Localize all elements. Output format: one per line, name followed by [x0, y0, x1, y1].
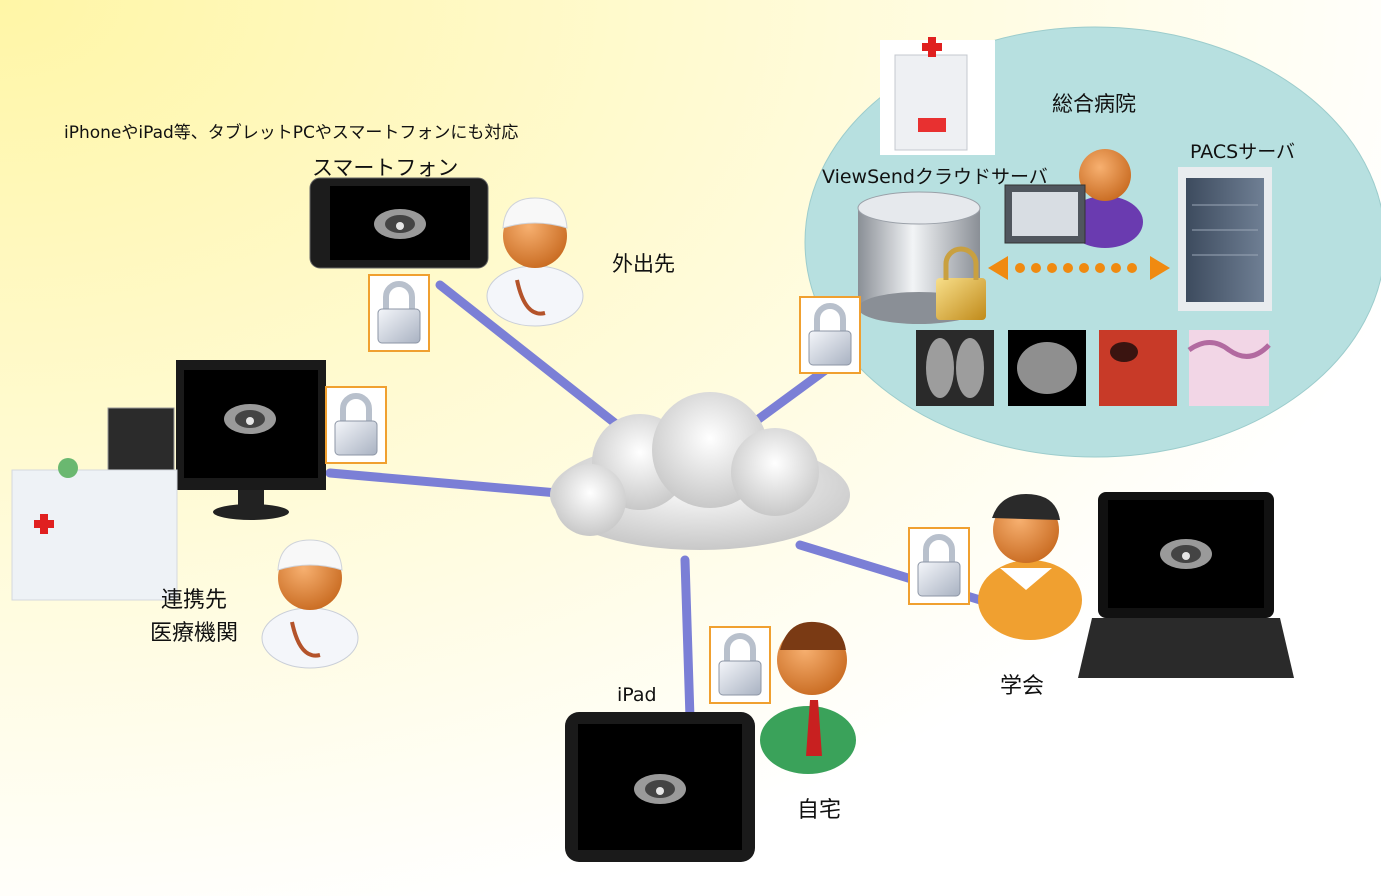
general-hospital-label: 総合病院 [1052, 92, 1136, 116]
operator-icon [1004, 149, 1143, 248]
ipad-label: iPad [617, 684, 657, 706]
partner-label-line1: 連携先 [161, 588, 228, 613]
medical-images [916, 330, 1271, 406]
top-note: iPhoneやiPad等、タブレットPCやスマートフォンにも対応 [64, 123, 519, 143]
viewsend-server-label: ViewSendクラウドサーバ [822, 166, 1048, 188]
tablet-icon [565, 712, 755, 862]
smartphone-label: スマートフォン [312, 156, 459, 180]
lock-icon-hospital [800, 297, 860, 373]
cloud-icon [550, 392, 850, 550]
lock-icon-home [710, 627, 770, 703]
lock-icon-conference [909, 528, 969, 604]
database-icon [857, 191, 986, 324]
lock-icon-partner [326, 387, 386, 463]
lock-icon-smartphone [369, 275, 429, 351]
doctor-icon-outing [485, 196, 585, 328]
home-label: 自宅 [797, 798, 842, 823]
conference-label: 学会 [1000, 674, 1045, 699]
pacs-server-label: PACSサーバ [1190, 141, 1296, 163]
hospital-icon [880, 37, 995, 155]
arrow-icon [988, 256, 1170, 280]
laptop-icon [1078, 492, 1294, 678]
server-icon [1178, 167, 1272, 311]
partner-hospital-icon [11, 458, 178, 601]
smartphone-icon [309, 177, 489, 269]
person-icon-conference [978, 494, 1082, 640]
partner-label-line2: 医療機関 [150, 621, 239, 646]
partner-institution-label: 連携先 医療機関 [150, 584, 238, 650]
doctor-icon-partner [260, 538, 360, 670]
person-icon-home [760, 621, 856, 774]
outing-label: 外出先 [612, 252, 675, 276]
